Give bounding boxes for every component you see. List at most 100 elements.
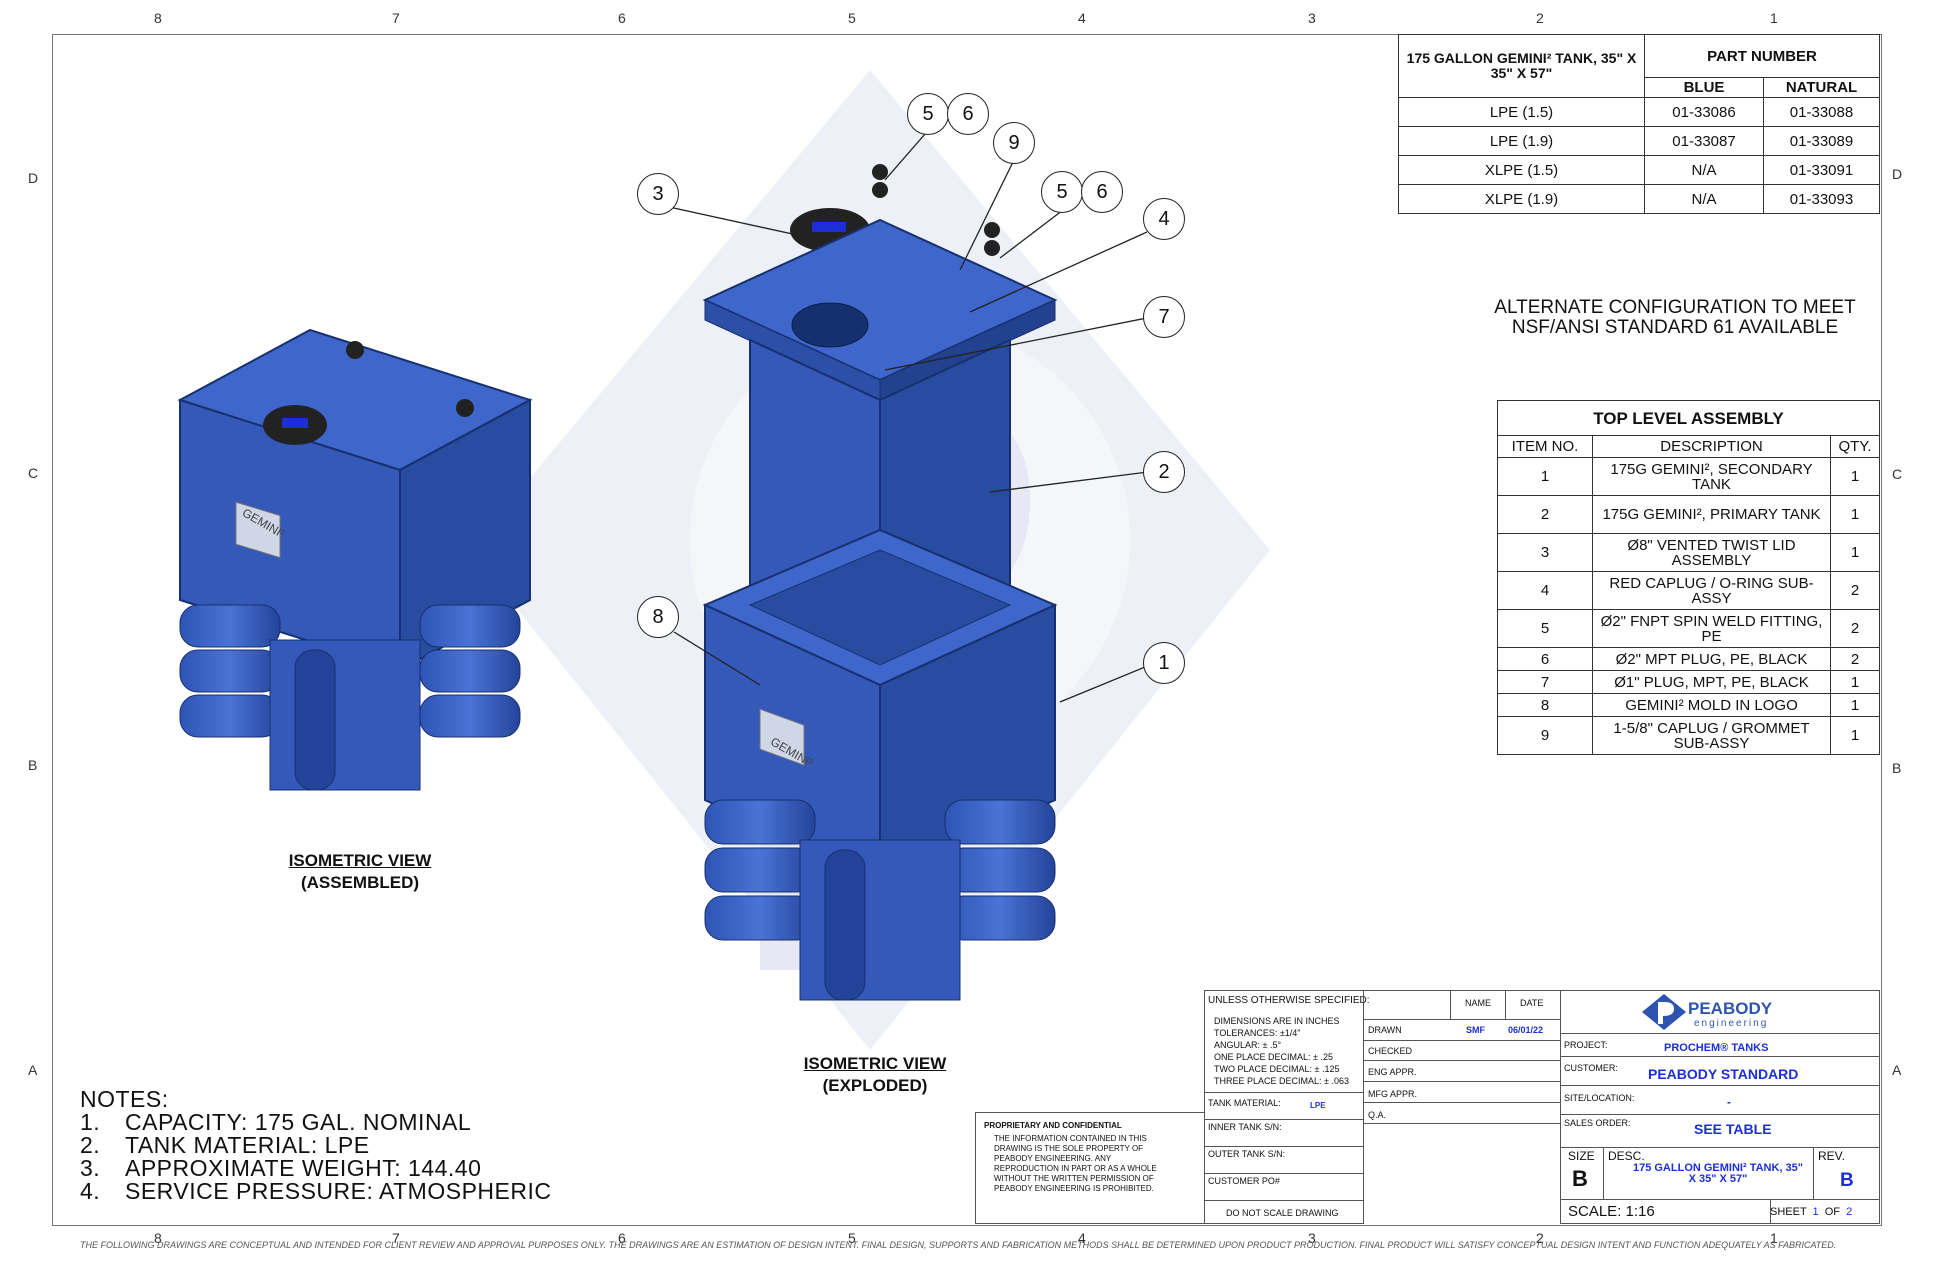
sheet-info: SHEET 1 OF 2: [1770, 1206, 1852, 1218]
sheet-cell: [1770, 1199, 1880, 1224]
exploded-view-subtitle: (EXPLODED): [822, 1076, 928, 1095]
item-qty: 2: [1830, 571, 1880, 610]
balloon-3: 3: [637, 173, 679, 215]
sales-label: SALES ORDER:: [1564, 1118, 1631, 1128]
tolerance-line: DIMENSIONS ARE IN INCHES: [1214, 1016, 1340, 1026]
tolerance-list: DIMENSIONS ARE IN INCHES TOLERANCES: ±1/…: [1214, 1015, 1349, 1087]
zone-1-bottom: 1: [1770, 1230, 1778, 1246]
item-no-header: ITEM NO.: [1497, 435, 1593, 458]
company-sub: engineering: [1694, 1018, 1769, 1029]
item-qty: 1: [1830, 457, 1880, 496]
rev-value: B: [1840, 1170, 1854, 1191]
peabody-logo-icon: [1642, 994, 1686, 1030]
part-number-table: 175 GALLON GEMINI² TANK, 35" X 35" X 57"…: [1398, 34, 1880, 214]
drawn-date: 06/01/22: [1508, 1025, 1544, 1035]
part-natural: 01-33091: [1763, 155, 1880, 185]
alternate-config-note: ALTERNATE CONFIGURATION TO MEET NSF/ANSI…: [1460, 298, 1890, 338]
proprietary-title: PROPRIETARY AND CONFIDENTIAL: [984, 1121, 1122, 1130]
checked-label: CHECKED: [1368, 1046, 1413, 1056]
tank-material-label: TANK MATERIAL:: [1208, 1098, 1281, 1108]
zone-5: 5: [848, 10, 856, 26]
balloon-2: 2: [1143, 451, 1185, 493]
exploded-view-title: ISOMETRIC VIEW (EXPLODED): [765, 1053, 985, 1097]
part-material: XLPE (1.5): [1398, 155, 1645, 185]
tolerance-line: TOLERANCES: ±1/4": [1214, 1028, 1301, 1038]
item-qty: 2: [1830, 609, 1880, 648]
description-header: DESCRIPTION: [1592, 435, 1831, 458]
sales-value: SEE TABLE: [1694, 1121, 1772, 1137]
mfg-appr-label: MFG APPR.: [1368, 1089, 1418, 1099]
note-item: 4.SERVICE PRESSURE: ATMOSPHERIC: [80, 1180, 551, 1203]
tolerance-line: THREE PLACE DECIMAL: ± .063: [1214, 1076, 1349, 1086]
item-desc: Ø2" MPT PLUG, PE, BLACK: [1592, 647, 1831, 671]
note-item: 2.TANK MATERIAL: LPE: [80, 1134, 551, 1157]
qty-header: QTY.: [1830, 435, 1880, 458]
part-blue: N/A: [1644, 155, 1764, 185]
project-label: PROJECT:: [1564, 1040, 1608, 1050]
tolerance-line: ONE PLACE DECIMAL: ± .25: [1214, 1052, 1333, 1062]
tank-material-value: LPE: [1310, 1101, 1326, 1110]
part-table-title: 175 GALLON GEMINI² TANK, 35" X 35" X 57": [1398, 34, 1645, 98]
customer-po-cell: [1204, 1173, 1364, 1201]
inner-tank-label: INNER TANK S/N:: [1208, 1122, 1282, 1132]
sheet-total: 2: [1846, 1206, 1853, 1218]
item-desc: 175G GEMINI², SECONDARY TANK: [1592, 457, 1831, 496]
item-no: 9: [1497, 716, 1593, 755]
item-desc: GEMINI² MOLD IN LOGO: [1592, 693, 1831, 717]
part-material: LPE (1.5): [1398, 97, 1645, 127]
desc-value: 175 GALLON GEMINI² TANK, 35" X 35" X 57": [1632, 1162, 1804, 1185]
footer-disclaimer: THE FOLLOWING DRAWINGS ARE CONCEPTUAL AN…: [80, 1240, 1837, 1250]
item-no: 5: [1497, 609, 1593, 648]
item-no: 8: [1497, 693, 1593, 717]
part-natural: 01-33088: [1763, 97, 1880, 127]
item-desc: 175G GEMINI², PRIMARY TANK: [1592, 495, 1831, 534]
tolerance-line: ANGULAR: ± .5°: [1214, 1040, 1282, 1050]
zone-c-right: C: [1892, 466, 1903, 482]
part-blue: 01-33087: [1644, 126, 1764, 156]
unless-specified: UNLESS OTHERWISE SPECIFIED:: [1208, 995, 1370, 1006]
balloon-5: 5: [907, 93, 949, 135]
balloon-8: 8: [637, 596, 679, 638]
balloon-4: 4: [1143, 198, 1185, 240]
zone-b-left: B: [28, 757, 38, 773]
item-no: 3: [1497, 533, 1593, 572]
zone-8-bottom: 8: [154, 1230, 162, 1246]
assembled-tank-drawing: GEMINI²: [177, 328, 533, 791]
part-blue: N/A: [1644, 184, 1764, 214]
note-text: CAPACITY: 175 GAL. NOMINAL: [125, 1109, 472, 1135]
sheet-label: SHEET: [1770, 1206, 1807, 1218]
zone-6: 6: [618, 10, 626, 26]
zone-7-bottom: 7: [392, 1230, 400, 1246]
scale-value: SCALE: 1:16: [1568, 1203, 1655, 1220]
natural-column-header: NATURAL: [1763, 77, 1880, 98]
site-label: SITE/LOCATION:: [1564, 1093, 1635, 1103]
note-item: 1. CAPACITY: 175 GAL. NOMINAL: [80, 1111, 551, 1134]
of-label: OF: [1824, 1206, 1841, 1218]
note-number: 1.: [80, 1109, 101, 1135]
name-header: NAME: [1465, 998, 1492, 1008]
item-qty: 2: [1830, 647, 1880, 671]
blue-column-header: BLUE: [1644, 77, 1764, 98]
desc-label: DESC.: [1608, 1149, 1645, 1163]
zone-7: 7: [392, 10, 400, 26]
note-number: 3.: [80, 1155, 101, 1181]
approvals-blank: [1363, 990, 1451, 1020]
sheet-number: 1: [1812, 1206, 1819, 1218]
balloon-6: 6: [947, 93, 989, 135]
balloon-5b: 5: [1041, 171, 1083, 213]
zone-d-right: D: [1892, 166, 1903, 182]
part-natural: 01-33093: [1763, 184, 1880, 214]
balloon-7: 7: [1143, 296, 1185, 338]
part-natural: 01-33089: [1763, 126, 1880, 156]
zone-5-bottom: 5: [848, 1230, 856, 1246]
zone-4: 4: [1078, 10, 1086, 26]
